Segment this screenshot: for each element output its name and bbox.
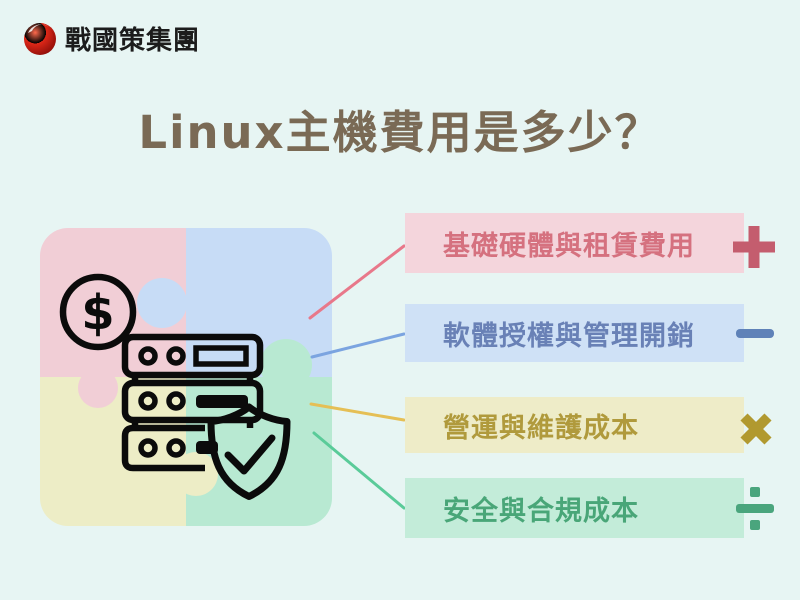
shield-check-icon: [207, 403, 291, 500]
cost-item-label: 軟體授權與管理開銷: [443, 320, 695, 352]
brand-logo-text: 戰國策集團: [65, 26, 201, 56]
cost-item-hardware: 基礎硬體與租賃費用: [405, 213, 744, 273]
plus-icon: [733, 226, 775, 268]
minus-icon: [736, 329, 774, 338]
cost-item-software: 軟體授權與管理開銷: [405, 304, 744, 362]
brand-logo: 戰國策集團: [22, 20, 200, 57]
red-sphere-icon: [24, 22, 56, 55]
divide-icon: [736, 487, 774, 530]
page-title: Linux主機費用是多少？: [138, 106, 662, 159]
svg-text:$: $: [81, 285, 114, 341]
cost-item-label: 基礎硬體與租賃費用: [443, 230, 695, 262]
cost-item-label: 安全與合規成本: [443, 495, 639, 527]
dollar-icon: $: [59, 273, 137, 351]
divide-icon-dot: [750, 520, 760, 530]
cost-item-security: 安全與合規成本: [405, 478, 744, 538]
puzzle-graphic: $: [40, 228, 332, 526]
divide-icon-bar: [736, 504, 774, 513]
cost-item-operations: 營運與維護成本: [405, 397, 744, 453]
cost-item-label: 營運與維護成本: [443, 412, 639, 444]
divide-icon-dot: [750, 487, 760, 497]
multiply-icon: [740, 413, 772, 445]
